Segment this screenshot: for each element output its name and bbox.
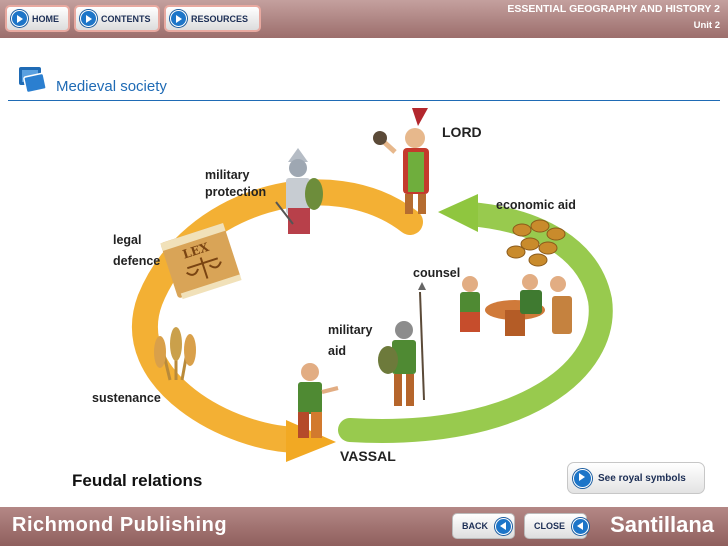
law-book: LEX (160, 222, 242, 300)
sustenance-label: sustenance (92, 391, 161, 405)
back-arrow-icon (572, 517, 590, 535)
military-protection-label-line2: protection (205, 185, 266, 199)
play-icon (11, 10, 28, 27)
play-icon (80, 10, 97, 27)
page-title: Medieval society (56, 78, 167, 95)
title-divider (8, 100, 720, 101)
close-label: CLOSE (534, 521, 566, 531)
book-stack-icon (19, 67, 47, 94)
economic-aid-label: economic aid (496, 198, 576, 212)
orange-cycle-arrow (131, 179, 423, 453)
vassal-figure (298, 363, 339, 438)
coin-pile (506, 219, 566, 267)
home-label: HOME (32, 13, 59, 24)
back-button[interactable]: BACK (452, 513, 515, 539)
play-icon (170, 10, 187, 27)
military-protection-label-line1: military (205, 168, 250, 182)
diagram-caption: Feudal relations (72, 471, 203, 490)
see-royal-symbols-button[interactable]: See royal symbols (567, 462, 705, 494)
wheat-sheaf (154, 327, 196, 381)
legal-defence-label-line2: defence (113, 254, 160, 268)
knight-figure (275, 148, 323, 234)
lord-label: LORD (442, 124, 482, 140)
resources-button[interactable]: RESOURCES (164, 5, 261, 32)
vassal-label: VASSAL (340, 448, 396, 464)
legal-defence-label-line1: legal (113, 233, 142, 247)
counsel-label: counsel (413, 266, 460, 280)
back-arrow-icon (495, 517, 512, 535)
publisher-left-logo: Richmond Publishing (12, 514, 228, 536)
back-label: BACK (462, 521, 488, 531)
soldier-figure (378, 282, 426, 406)
contents-label: CONTENTS (101, 13, 151, 24)
footer-bar (0, 507, 728, 546)
counsel-figures (460, 274, 572, 336)
see-royal-symbols-label: See royal symbols (598, 472, 686, 484)
resources-label: RESOURCES (191, 13, 249, 24)
military-aid-label-line2: aid (328, 344, 346, 358)
unit-label: Unit 2 (693, 20, 720, 31)
green-arrowhead (438, 194, 478, 232)
course-title: ESSENTIAL GEOGRAPHY AND HISTORY 2 (507, 3, 720, 15)
home-button[interactable]: HOME (5, 5, 70, 32)
contents-button[interactable]: CONTENTS (74, 5, 160, 32)
publisher-right-logo: Santillana (610, 512, 714, 537)
military-aid-label-line1: military (328, 323, 373, 337)
lord-figure (373, 108, 429, 214)
close-button[interactable]: CLOSE (524, 513, 590, 539)
play-icon (573, 468, 592, 488)
